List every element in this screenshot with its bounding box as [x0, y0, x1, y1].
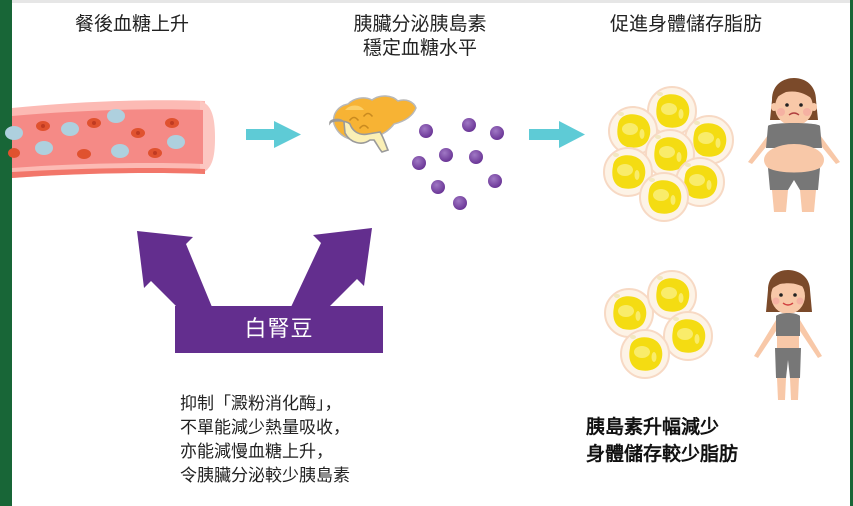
result-line: 胰島素升幅減少 [586, 416, 720, 438]
step2-heading-line1: 胰臟分泌胰島素 [353, 13, 487, 35]
arrow-right-icon [246, 121, 301, 148]
overweight-woman-icon [748, 78, 840, 212]
fat-cells-icon [604, 270, 713, 379]
blood-vessel-icon [5, 100, 215, 178]
fat-cells-icon [603, 86, 734, 222]
left-accent-bar [0, 0, 12, 506]
pancreas-icon [329, 95, 417, 153]
step2-heading: 胰臟分泌胰島素 穩定血糖水平 [320, 12, 520, 60]
mechanism-description: 抑制「澱粉消化酶」， 不單能減少熱量吸收， 亦能減慢血糖上升， 令胰臟分泌較少胰… [180, 392, 350, 488]
description-line: 亦能減慢血糖上升， [180, 442, 333, 462]
step1-heading: 餐後血糖上升 [74, 13, 189, 35]
white-kidney-bean-label: 白腎豆 [175, 306, 383, 353]
step3-heading: 促進身體儲存脂肪 [609, 13, 762, 35]
arrow-up-icon [137, 228, 372, 307]
slim-woman-icon [754, 270, 822, 400]
arrow-right-icon [529, 121, 585, 148]
right-accent-bar [850, 0, 853, 506]
top-border [0, 0, 853, 3]
description-line: 令胰臟分泌較少胰島素 [180, 466, 350, 486]
description-line: 不單能減少熱量吸收， [180, 418, 350, 438]
description-line: 抑制「澱粉消化酶」， [180, 394, 342, 414]
insulin-molecules-icon [412, 118, 504, 210]
result-text: 胰島素升幅減少 身體儲存較少脂肪 [586, 414, 738, 468]
result-line: 身體儲存較少脂肪 [586, 443, 739, 465]
step2-heading-line2: 穩定血糖水平 [362, 37, 477, 59]
